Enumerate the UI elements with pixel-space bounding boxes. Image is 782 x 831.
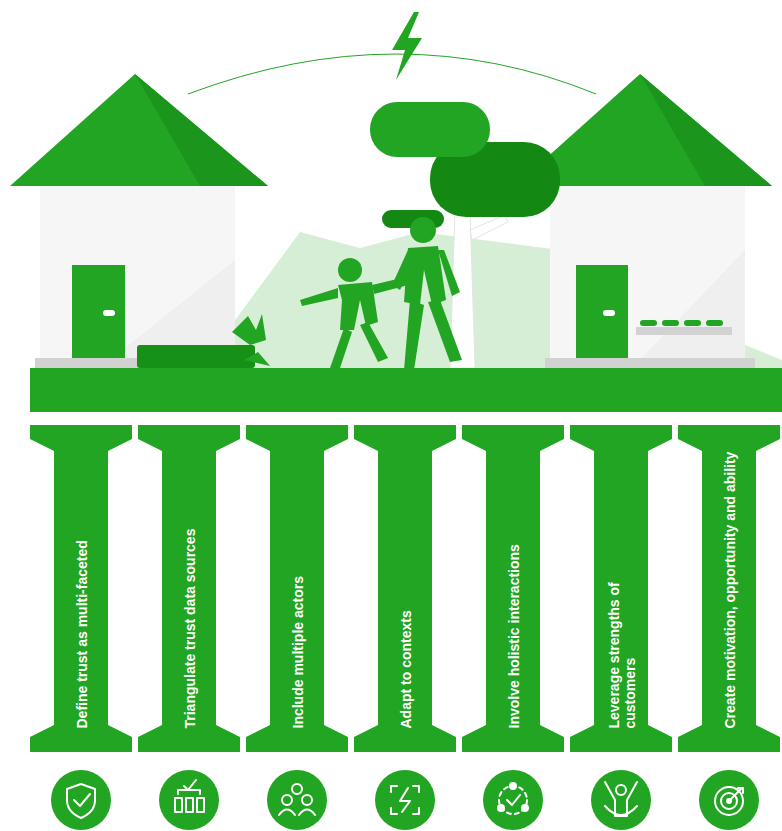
pillar-text-frame: Involve holistic interactions [490, 433, 536, 728]
pillar-box: Adapt to contexts [354, 425, 456, 752]
shield-icon [51, 770, 111, 830]
tree [370, 102, 560, 368]
pillar-outline [30, 425, 132, 752]
pillar-outline [246, 425, 348, 752]
left-house [10, 74, 268, 368]
arc-line [188, 54, 596, 94]
pillar-label: Create motivation, opportunity and abili… [721, 433, 737, 728]
pillar-box: Leverage strengths of customers [570, 425, 672, 752]
icon-row [51, 770, 759, 830]
pillar-label: Include multiple actors [289, 433, 305, 728]
people-figures [300, 217, 462, 370]
pillar-text-frame: Create motivation, opportunity and abili… [706, 433, 752, 728]
pillar-label: Leverage strengths of customers [605, 543, 637, 728]
pillar-outline [354, 425, 456, 752]
pillar-label: Involve holistic interactions [505, 433, 521, 728]
right-house [515, 74, 772, 368]
pillar-box: Triangulate trust data sources [138, 425, 240, 752]
pillar-box: Include multiple actors [246, 425, 348, 752]
data-sources-icon [159, 770, 219, 830]
pillar-box: Create motivation, opportunity and abili… [678, 425, 780, 752]
platform [30, 368, 782, 412]
pillar-outline [138, 425, 240, 752]
pillar-label: Triangulate trust data sources [181, 433, 197, 728]
pillar-outline [570, 425, 672, 752]
pillar-outline [462, 425, 564, 752]
lightning-bolt [392, 12, 422, 80]
pillar-text-frame: Define trust as multi-faceted [58, 433, 104, 728]
pillar-text-frame: Include multiple actors [274, 433, 320, 728]
strengths-icon [591, 770, 651, 830]
pillar-label: Define trust as multi-faceted [73, 433, 89, 728]
pillar-box: Involve holistic interactions [462, 425, 564, 752]
pillar-outline [678, 425, 780, 752]
context-icon [375, 770, 435, 830]
target-icon [699, 770, 759, 830]
pillar-label: Adapt to contexts [397, 433, 413, 728]
pillar-box: Define trust as multi-faceted [30, 425, 132, 752]
pillar-text-frame: Triangulate trust data sources [166, 433, 212, 728]
actors-icon [267, 770, 327, 830]
bush [137, 314, 270, 368]
interactions-icon [483, 770, 543, 830]
pillar-text-frame: Adapt to contexts [382, 433, 428, 728]
pillar-text-frame: Leverage strengths of customers [598, 543, 644, 728]
